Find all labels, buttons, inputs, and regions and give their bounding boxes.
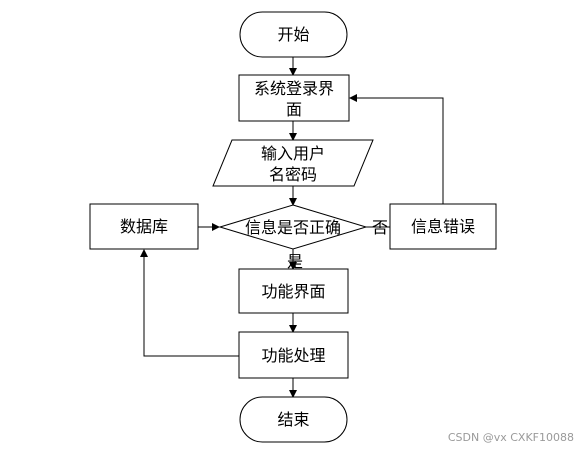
input-credentials-node: 输入用户 名密码 [212,139,374,187]
watermark-text: CSDN @vx CXKF10088 [448,431,574,444]
decision-label: 信息是否正确 [245,218,341,237]
login-label-line2: 面 [286,100,302,119]
end-label: 结束 [277,410,309,429]
function-ui-node: 功能界面 [238,268,349,314]
input-label-line2: 名密码 [269,165,317,184]
function-ui-label: 功能界面 [261,282,325,301]
decision-node: 信息是否正确 [218,204,368,250]
function-process-label: 功能处理 [261,346,325,365]
error-node: 信息错误 [389,203,497,250]
no-branch-label: 否 [372,218,388,237]
error-label: 信息错误 [411,217,475,236]
connectors [140,57,444,398]
database-label: 数据库 [120,217,168,236]
arrow-proc-to-database [140,249,239,357]
start-label: 开始 [277,25,309,44]
function-process-node: 功能处理 [238,331,349,379]
input-label-line1: 输入用户 [261,144,325,163]
login-screen-node: 系统登录界 面 [238,74,350,122]
yes-branch-label: 是 [287,252,303,271]
start-node: 开始 [239,11,348,58]
login-label-line1: 系统登录界 [254,79,334,98]
arrow-error-to-login [349,94,444,204]
database-node: 数据库 [89,203,199,250]
end-node: 结束 [239,396,348,443]
